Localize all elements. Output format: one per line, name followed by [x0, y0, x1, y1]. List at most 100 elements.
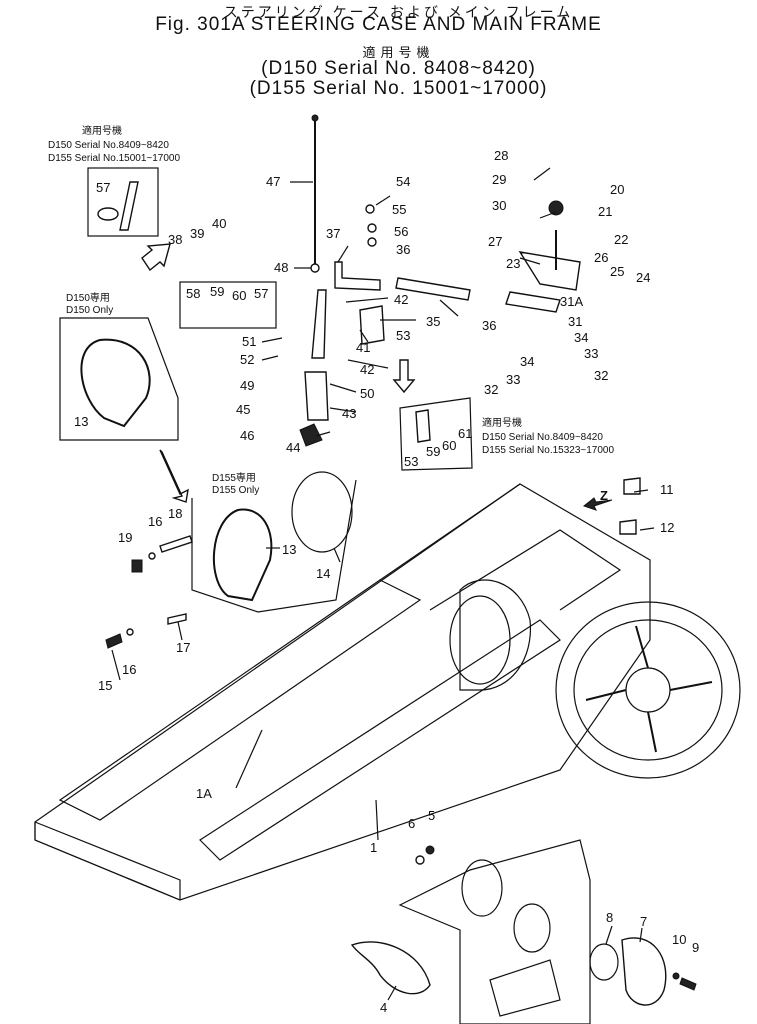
callout-19: 19 — [118, 530, 132, 545]
callout-23: 23 — [506, 256, 520, 271]
callout-31: 31 — [568, 314, 582, 329]
callout-27: 27 — [488, 234, 502, 249]
callout-20: 20 — [610, 182, 624, 197]
note-right-line2: D155 Serial No.15323~17000 — [482, 445, 614, 456]
callout-57a: 57 — [96, 180, 110, 195]
callout-45: 45 — [236, 402, 250, 417]
note-d155-en: D155 Only — [212, 485, 259, 496]
callout-51: 51 — [242, 334, 256, 349]
callout-43: 43 — [342, 406, 356, 421]
part-37-lever — [334, 261, 381, 291]
callout-46: 46 — [240, 428, 254, 443]
callout-38: 38 — [168, 232, 182, 247]
inset-d150 — [59, 317, 179, 441]
callout-13-d155: 13 — [282, 542, 296, 557]
callout-9: 9 — [692, 940, 699, 955]
callout-50: 50 — [360, 386, 374, 401]
callout-1a: 1A — [196, 786, 212, 801]
arrow-z-icon — [582, 497, 613, 511]
final-drive-sprocket-housing — [555, 601, 741, 779]
detail-box-58-57 — [179, 281, 277, 329]
part-5-bolt — [425, 845, 435, 855]
detail-box-53-61 — [399, 397, 473, 471]
detail-box-57 — [87, 167, 159, 237]
callout-34b: 34 — [574, 330, 588, 345]
callout-13-d150: 13 — [74, 414, 88, 429]
callout-48: 48 — [274, 260, 288, 275]
part-57-bracket — [97, 181, 139, 231]
callout-14: 14 — [316, 566, 330, 581]
part-31a-arm — [505, 291, 561, 313]
callout-57b: 57 — [254, 286, 268, 301]
callout-28: 28 — [494, 148, 508, 163]
callout-z: Z — [600, 488, 608, 503]
part-17-pin — [167, 613, 187, 625]
part-7-cover-plate — [621, 937, 667, 1006]
callout-59b: 59 — [426, 444, 440, 459]
callout-15: 15 — [98, 678, 112, 693]
callout-25: 25 — [610, 264, 624, 279]
arrow-down-icon — [392, 359, 416, 394]
callout-31a: 31A — [560, 294, 583, 309]
part-15-bolt — [105, 633, 123, 649]
callout-24: 24 — [636, 270, 650, 285]
note-top-left-line1: D150 Serial No.8409~8420 — [48, 140, 169, 151]
callout-16a: 16 — [148, 514, 162, 529]
callout-39: 39 — [190, 226, 204, 241]
part-4-cover — [350, 941, 431, 995]
callout-42b: 42 — [360, 362, 374, 377]
part-6-washer — [415, 855, 425, 865]
part-13-gasket-d150 — [80, 338, 151, 428]
note-right-line1: D150 Serial No.8409~8420 — [482, 432, 603, 443]
callout-36a: 36 — [396, 242, 410, 257]
arrow-up-left-icon — [141, 243, 171, 272]
callout-61: 61 — [458, 426, 472, 441]
callout-22: 22 — [614, 232, 628, 247]
part-48-pin — [310, 263, 320, 273]
note-d150-en: D150 Only — [66, 305, 113, 316]
note-d150-jp: D150専用 — [66, 292, 110, 304]
part-13-gasket-d155 — [212, 508, 273, 602]
callout-6: 6 — [408, 816, 415, 831]
part-20-nut — [548, 200, 564, 216]
callout-labels: 1 1A 4 5 6 7 8 9 10 11 12 13 13 14 15 16… — [74, 148, 699, 1015]
part-12-plug — [619, 519, 637, 535]
lower-steering-case-detail — [398, 839, 591, 1024]
callout-40: 40 — [212, 216, 226, 231]
part-16-washer — [126, 628, 134, 636]
part-1-main-frame — [34, 483, 651, 901]
serial-range-d150: (D150 Serial No. 8408~8420) — [261, 58, 536, 79]
part-49-rod — [311, 289, 327, 359]
callout-60b: 60 — [442, 438, 456, 453]
callout-47: 47 — [266, 174, 280, 189]
callout-21: 21 — [598, 204, 612, 219]
callout-53a: 53 — [396, 328, 410, 343]
part-8-o-ring — [589, 943, 619, 981]
callout-32a: 32 — [484, 382, 498, 397]
leader-lines — [111, 167, 655, 1001]
figure-title: Fig. 301A STEERING CASE AND MAIN FRAME — [155, 14, 602, 35]
callout-52: 52 — [240, 352, 254, 367]
callout-18: 18 — [168, 506, 182, 521]
callout-8: 8 — [606, 910, 613, 925]
callout-41: 41 — [356, 340, 370, 355]
part-10-washer — [672, 972, 680, 980]
steering-case-housing — [449, 579, 532, 691]
callout-33b: 33 — [584, 346, 598, 361]
japanese-title: ステアリング ケース および メイン フレーム — [223, 4, 574, 20]
callout-5: 5 — [428, 808, 435, 823]
part-11-plug — [623, 477, 641, 495]
part-14-o-ring — [291, 471, 353, 553]
callout-59a: 59 — [210, 284, 224, 299]
callout-56: 56 — [394, 224, 408, 239]
inset-d155 — [191, 479, 357, 613]
note-right-jp: 適用号機 — [482, 416, 522, 429]
callout-42a: 42 — [394, 292, 408, 307]
part-41-bracket — [359, 305, 385, 345]
callout-53b: 53 — [404, 454, 418, 469]
callout-29: 29 — [492, 172, 506, 187]
callout-30: 30 — [492, 198, 506, 213]
callout-26: 26 — [594, 250, 608, 265]
part-23-bellcrank — [518, 251, 581, 291]
